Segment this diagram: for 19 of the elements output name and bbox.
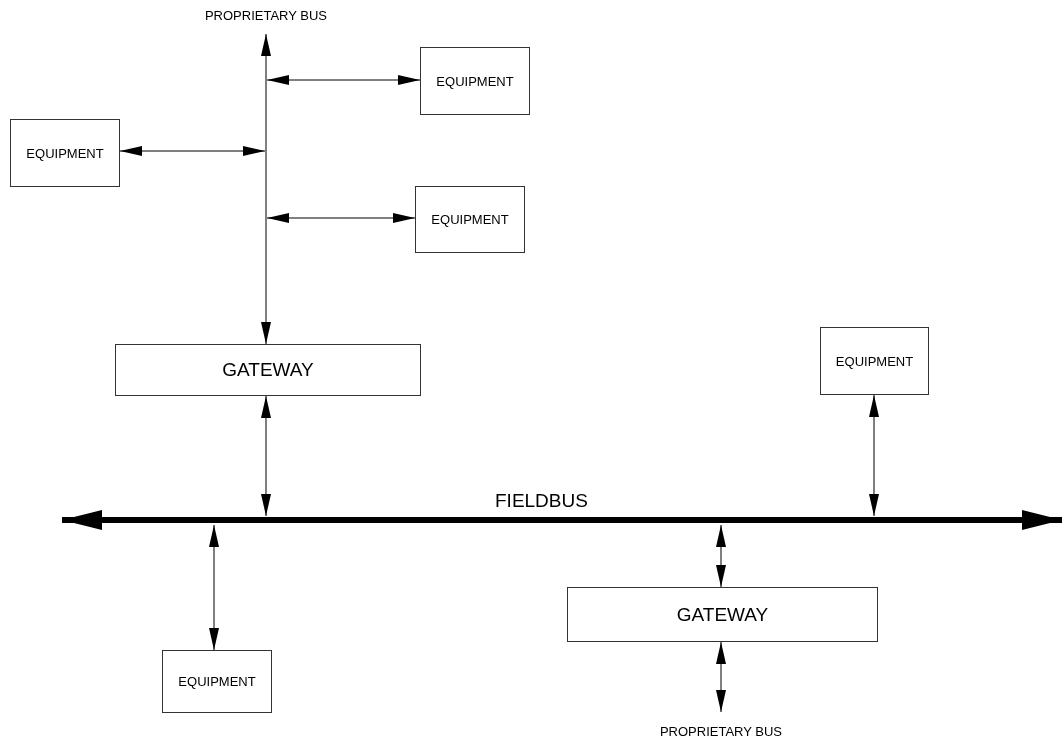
bus-label: PROPRIETARY BUS [651, 722, 791, 740]
bus-label: FIELDBUS [495, 490, 588, 512]
equipment-box: EQUIPMENT [420, 47, 530, 115]
arrow [716, 641, 726, 713]
arrow [261, 33, 271, 345]
arrow [869, 394, 879, 517]
arrow [261, 395, 271, 517]
arrow [209, 524, 219, 651]
equipment-box: EQUIPMENT [10, 119, 120, 187]
gateway-box: GATEWAY [115, 344, 421, 396]
equipment-box: EQUIPMENT [415, 186, 525, 253]
arrow [716, 524, 726, 588]
arrow [266, 75, 421, 85]
arrow [266, 213, 416, 223]
gateway-box: GATEWAY [567, 587, 878, 642]
equipment-box: EQUIPMENT [162, 650, 272, 713]
equipment-box: EQUIPMENT [820, 327, 929, 395]
arrow [119, 146, 266, 156]
bus-label: PROPRIETARY BUS [196, 6, 336, 24]
